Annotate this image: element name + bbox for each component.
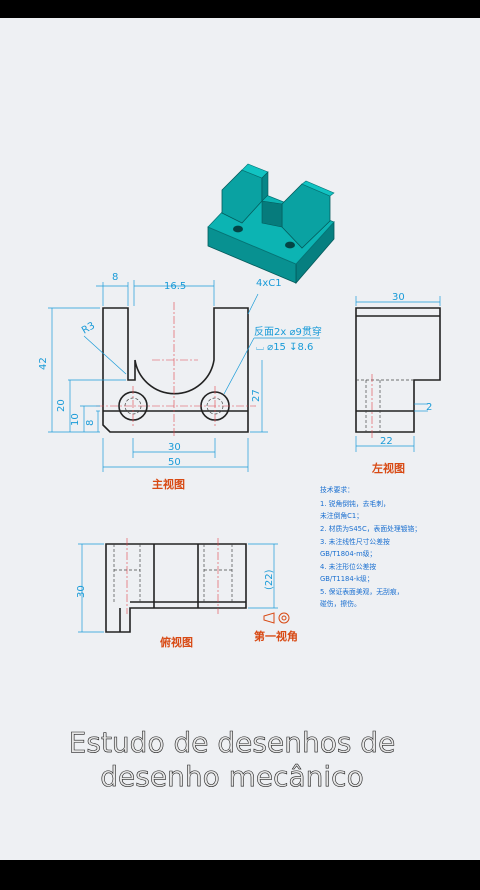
dim-50: 50 xyxy=(168,457,181,468)
caption-line-1: Estudo de desenhos de xyxy=(69,726,396,759)
dim-r3: R3 xyxy=(80,320,97,336)
tech-note-line: 3. 未注线性尺寸公差按 xyxy=(320,537,390,546)
dim-42: 42 xyxy=(38,357,49,370)
dim-chamfer: 4xC1 xyxy=(256,278,282,289)
tech-note-line: 2. 材质为S45C，表面处理镀铬； xyxy=(320,524,421,533)
drawing-sheet: 8 16.5 4xC1 R3 42 20 10 8 27 30 50 反面2x … xyxy=(0,18,480,860)
left-view: 30 22 2 左视图 xyxy=(355,292,441,475)
dim-16-5: 16.5 xyxy=(164,281,186,292)
tech-note-line: 技术要求： xyxy=(320,485,354,494)
hole-note-2: ⌴ ⌀15 ↧8.6 xyxy=(256,342,313,353)
tech-note-line: 1. 锐角倒钝，去毛刺， xyxy=(320,499,390,508)
front-view: 8 16.5 4xC1 R3 42 20 10 8 27 30 50 反面2x … xyxy=(38,272,322,491)
tech-note-line: GB/T1804-m级； xyxy=(320,549,376,558)
tech-note-line: 4. 未注形位公差按 xyxy=(320,562,376,571)
left-view-label: 左视图 xyxy=(371,461,405,475)
front-view-outline xyxy=(102,307,249,433)
dim-10: 10 xyxy=(70,413,81,426)
top-dim-30: 30 xyxy=(76,585,87,598)
left-dim-22: 22 xyxy=(380,436,393,447)
dim-8-top: 8 xyxy=(112,272,118,283)
front-view-label: 主视图 xyxy=(152,477,185,491)
left-view-outline xyxy=(355,307,441,433)
left-dim-30: 30 xyxy=(392,292,405,303)
tech-note-line: 碰伤，擦伤。 xyxy=(320,599,361,608)
dim-20: 20 xyxy=(56,399,67,412)
left-dim-2: 2 xyxy=(426,402,432,413)
caption-line-2: desenho mecânico xyxy=(100,760,363,793)
hole-note-1: 反面2x ⌀9贯穿 xyxy=(254,325,322,338)
dim-8-side: 8 xyxy=(85,420,96,426)
technical-notes: 技术要求： 1. 锐角倒钝，去毛刺， 未注倒角C1； 2. 材质为S45C，表面… xyxy=(320,485,421,608)
top-view-label: 俯视图 xyxy=(160,635,193,649)
dim-27: 27 xyxy=(251,389,262,402)
tech-note-line: GB/T1184-k级； xyxy=(320,574,374,583)
top-view: 30 (22) 俯视图 xyxy=(76,538,278,649)
tech-note-line: 5. 保证表面美观，无刮痕， xyxy=(320,587,403,596)
projection-label: 第一视角 xyxy=(254,629,298,643)
drawing-canvas: 8 16.5 4xC1 R3 42 20 10 8 27 30 50 反面2x … xyxy=(38,163,441,793)
tech-note-line: 未注倒角C1； xyxy=(320,511,363,520)
top-dim-22: (22) xyxy=(264,569,275,590)
projection-symbol-icon xyxy=(263,612,290,624)
top-view-outline xyxy=(105,543,247,633)
isometric-part xyxy=(207,163,335,285)
dim-30: 30 xyxy=(168,442,181,453)
